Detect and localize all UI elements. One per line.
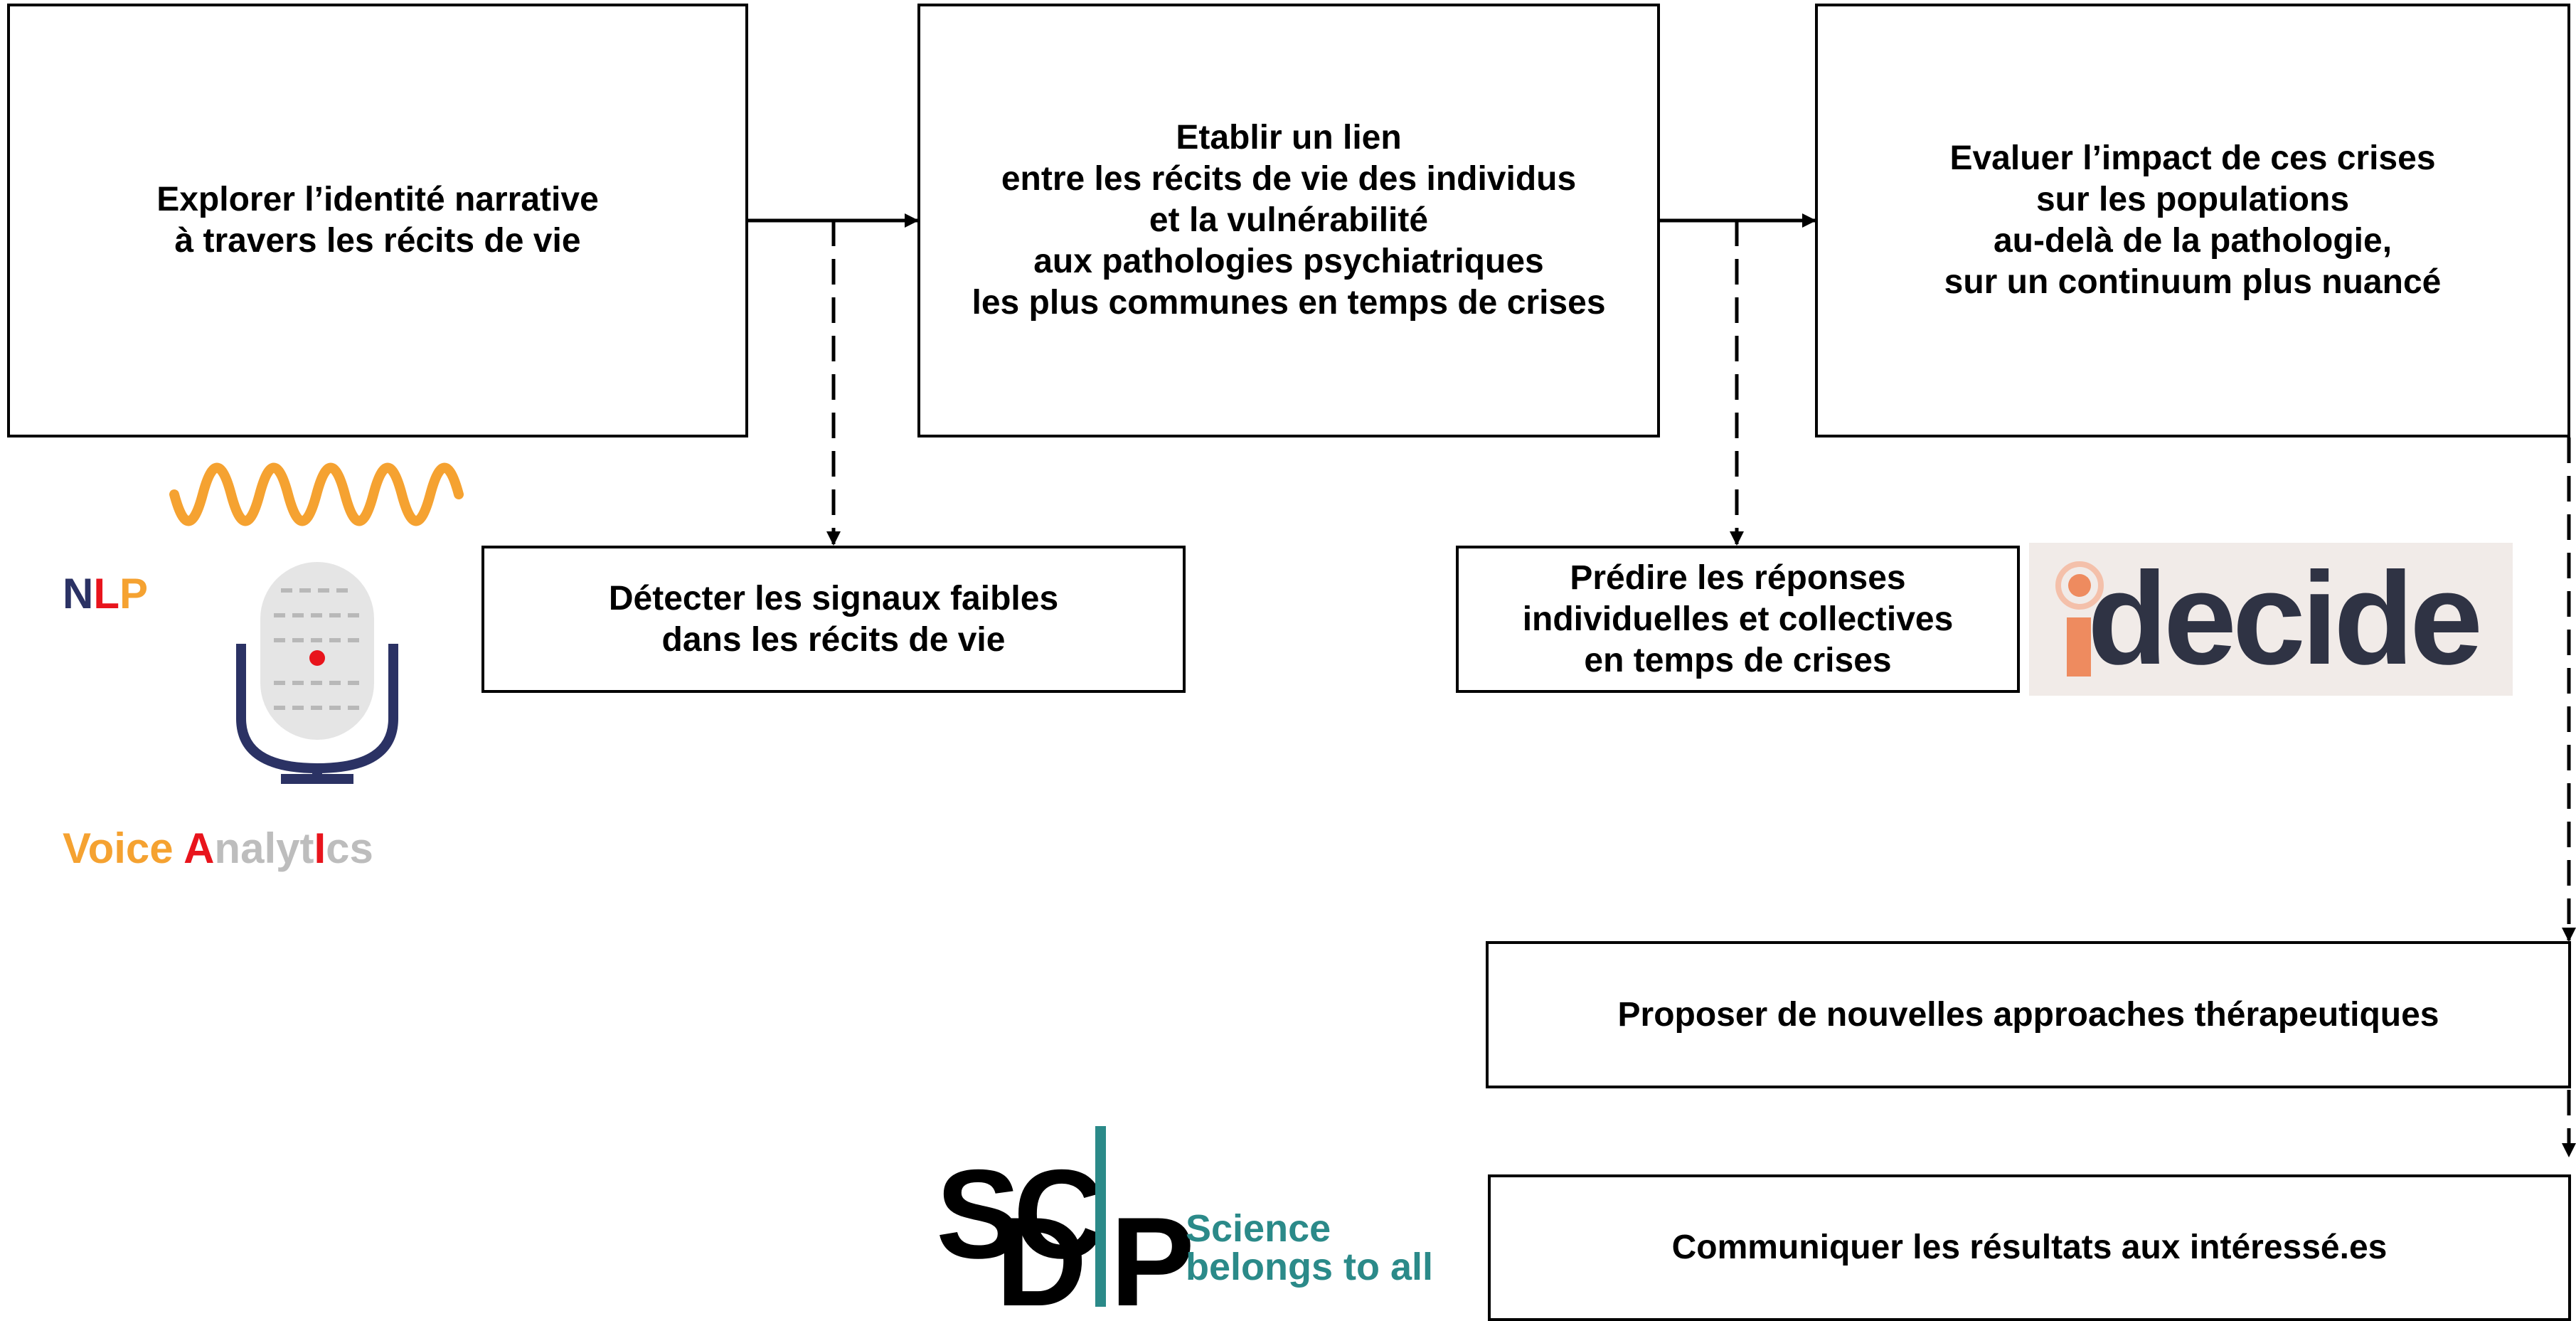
box-proposer-text: Proposer de nouvelles approaches thérape… xyxy=(1617,995,2439,1034)
box-proposer: Proposer de nouvelles approaches thérape… xyxy=(1486,941,2571,1088)
va-part-voice: Voice xyxy=(63,824,184,872)
microphone-icon xyxy=(236,562,398,784)
scdp-tagline: Science belongs to all xyxy=(1186,1207,1434,1288)
scdp-logo: SC D P xyxy=(936,1126,1198,1321)
sound-wave-icon xyxy=(169,462,464,526)
nlp-letter-l: L xyxy=(93,570,119,617)
va-part-nalyt: nalyt xyxy=(214,824,314,872)
voice-analytics-logo: Voice AnalytIcs xyxy=(63,824,373,873)
nlp-letter-n: N xyxy=(63,570,94,617)
box-predire-text: Prédire les réponses individuelles et co… xyxy=(1522,558,1954,679)
va-part-cs: cs xyxy=(326,824,373,872)
box-explorer: Explorer l’identité narrative à travers … xyxy=(7,4,748,437)
box-evaluer: Evaluer l’impact de ces crises sur les p… xyxy=(1815,4,2570,437)
va-part-i: I xyxy=(314,824,326,872)
idecide-i-icon xyxy=(2055,561,2104,677)
box-etablir-text: Etablir un lien entre les récits de vie … xyxy=(972,119,1606,322)
box-communiquer: Communiquer les résultats aux intéressé.… xyxy=(1488,1174,2571,1321)
nlp-letter-p: P xyxy=(119,570,149,617)
box-detecter: Détecter les signaux faibles dans les ré… xyxy=(481,546,1186,693)
svg-text:D: D xyxy=(996,1191,1082,1321)
idecide-logo-background xyxy=(2029,543,2513,696)
va-part-a: A xyxy=(183,824,215,872)
svg-text:P: P xyxy=(1110,1191,1191,1321)
box-evaluer-text: Evaluer l’impact de ces crises sur les p… xyxy=(1944,139,2442,301)
box-detecter-text: Détecter les signaux faibles dans les ré… xyxy=(608,579,1059,659)
box-predire: Prédire les réponses individuelles et co… xyxy=(1456,546,2020,693)
box-etablir: Etablir un lien entre les récits de vie … xyxy=(917,4,1660,437)
box-explorer-text: Explorer l’identité narrative à travers … xyxy=(156,181,599,260)
svg-text:SC: SC xyxy=(936,1143,1102,1285)
idecide-logo-wordmark: decide xyxy=(2087,546,2483,692)
box-communiquer-text: Communiquer les résultats aux intéressé.… xyxy=(1671,1229,2388,1266)
nlp-logo: NLP xyxy=(63,569,148,618)
